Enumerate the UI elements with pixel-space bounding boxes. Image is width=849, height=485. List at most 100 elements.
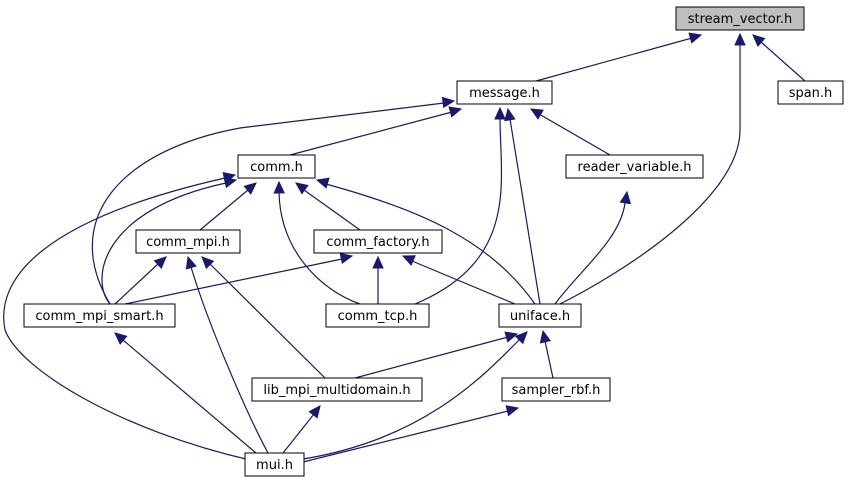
node-box[interactable] <box>565 154 704 179</box>
edge-arrowhead <box>529 108 544 120</box>
edge-arrowhead <box>114 332 128 345</box>
edge-line <box>554 202 626 305</box>
edge-arrowhead <box>339 252 354 265</box>
edge-arrowhead <box>308 405 321 419</box>
edge-line <box>303 189 361 231</box>
edge-comm-tcp-to-message <box>414 106 506 305</box>
edge-line <box>302 338 521 460</box>
edge-sampler-rbf-to-uniface <box>539 329 554 379</box>
edge-arrowhead <box>315 177 330 189</box>
edge-arrowhead <box>441 96 456 109</box>
node-comm[interactable]: comm.h <box>237 154 316 179</box>
edge-comm-mpi-smart-to-comm-mpi <box>114 256 167 305</box>
node-comm-mpi[interactable]: comm_mpi.h <box>135 229 241 254</box>
edge-arrowhead <box>153 256 167 270</box>
edge-line <box>190 266 269 454</box>
node-label: span.h <box>789 86 833 101</box>
node-box[interactable] <box>777 80 844 105</box>
edge-line <box>114 263 159 305</box>
node-box[interactable] <box>251 377 423 402</box>
edge-arrowhead <box>201 256 215 270</box>
node-box[interactable] <box>23 303 176 328</box>
node-mui[interactable]: mui.h <box>244 452 305 477</box>
edge-arrowhead <box>752 34 766 47</box>
edge-lib-mpi-multidomain-to-uniface <box>354 331 519 379</box>
node-message[interactable]: message.h <box>456 80 553 105</box>
edge-comm-mpi-to-comm <box>199 182 257 231</box>
edge-comm-tcp-to-comm-factory <box>372 255 384 304</box>
node-box[interactable] <box>135 229 241 254</box>
edge-arrowhead <box>243 182 257 195</box>
node-label: stream_vector.h <box>688 12 792 27</box>
edge-comm-factory-to-comm <box>295 182 361 231</box>
node-reader-variable[interactable]: reader_variable.h <box>565 154 704 179</box>
edge-line <box>91 102 445 305</box>
edge-uniface-to-comm <box>315 177 536 305</box>
node-sampler-rbf[interactable]: sampler_rbf.h <box>501 377 611 402</box>
node-comm-tcp[interactable]: comm_tcp.h <box>325 303 430 328</box>
node-lib-mpi-multidomain[interactable]: lib_mpi_multidomain.h <box>251 377 423 402</box>
node-box[interactable] <box>325 303 430 328</box>
nodes-layer: stream_vector.h message.h span.h comm.h read… <box>23 6 844 477</box>
node-comm-mpi-smart[interactable]: comm_mpi_smart.h <box>23 303 176 328</box>
edge-line <box>535 37 693 82</box>
edge-line <box>760 41 806 82</box>
edge-line <box>122 339 257 454</box>
edge-arrowhead <box>222 171 237 184</box>
edge-arrowhead <box>372 255 384 269</box>
edge-uniface-to-message <box>504 107 541 305</box>
node-span[interactable]: span.h <box>777 80 844 105</box>
edge-message-to-stream-vector <box>535 32 703 82</box>
edge-line <box>101 182 227 305</box>
edge-comm-mpi-smart-to-message <box>91 96 456 305</box>
node-box[interactable] <box>237 154 316 179</box>
node-label: sampler_rbf.h <box>512 383 601 398</box>
node-box[interactable] <box>498 303 582 328</box>
edge-mui-to-lib-mpi-multidomain <box>282 405 321 454</box>
edge-arrowhead <box>514 331 528 345</box>
edge-arrowhead <box>295 182 309 195</box>
node-label: message.h <box>469 86 540 101</box>
edge-line <box>509 118 541 305</box>
edge-arrowhead <box>619 190 632 205</box>
edge-uniface-to-reader-variable <box>554 190 632 305</box>
edge-line <box>124 258 343 305</box>
edge-line <box>199 189 249 231</box>
edge-span-to-stream-vector <box>752 34 806 82</box>
node-label: comm_factory.h <box>326 235 429 250</box>
edge-comm-to-message <box>289 106 463 156</box>
edge-line <box>559 44 741 305</box>
edge-arrowhead <box>401 255 416 266</box>
edge-reader-variable-to-message <box>529 108 611 156</box>
edge-arrowhead <box>505 405 520 417</box>
edges-layer <box>3 32 806 463</box>
node-label: comm_tcp.h <box>338 309 418 324</box>
edge-line <box>354 336 509 379</box>
node-box[interactable] <box>501 377 611 402</box>
edge-arrowhead <box>734 32 746 46</box>
edge-line <box>411 260 516 305</box>
node-box[interactable] <box>313 229 443 254</box>
node-box[interactable] <box>244 452 305 477</box>
edge-mui-to-uniface <box>302 331 528 460</box>
edge-arrowhead <box>688 32 703 44</box>
node-stream-vector[interactable]: stream_vector.h <box>675 6 805 31</box>
node-uniface[interactable]: uniface.h <box>498 303 582 328</box>
edge-arrowhead <box>504 107 516 122</box>
node-comm-factory[interactable]: comm_factory.h <box>313 229 443 254</box>
edge-line <box>209 263 326 379</box>
edge-arrowhead <box>273 180 285 194</box>
edge-line <box>302 410 509 463</box>
node-box[interactable] <box>675 6 805 31</box>
node-label: mui.h <box>256 458 293 473</box>
edge-arrowhead <box>504 331 519 343</box>
edge-uniface-to-stream-vector <box>559 32 746 305</box>
node-box[interactable] <box>456 80 553 105</box>
edge-uniface-to-comm-factory <box>401 255 516 305</box>
edge-arrowhead <box>539 329 552 344</box>
edge-arrowhead <box>448 106 463 118</box>
node-label: uniface.h <box>510 309 570 324</box>
edge-line <box>325 183 536 305</box>
edge-arrowhead <box>185 255 197 270</box>
